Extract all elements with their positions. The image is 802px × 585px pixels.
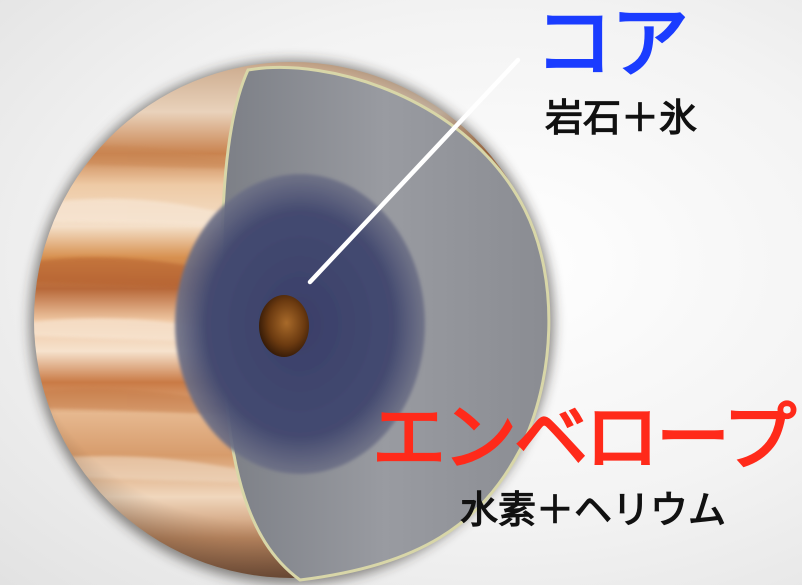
envelope-label-subtitle: 水素＋ヘリウム [460, 488, 727, 532]
core-pointer-line [307, 57, 521, 285]
core-sphere [259, 295, 309, 357]
core-label-subtitle: 岩石＋氷 [545, 96, 698, 140]
envelope-label-title: エンベロープ [372, 395, 797, 481]
core-label-title: コア [535, 0, 689, 89]
